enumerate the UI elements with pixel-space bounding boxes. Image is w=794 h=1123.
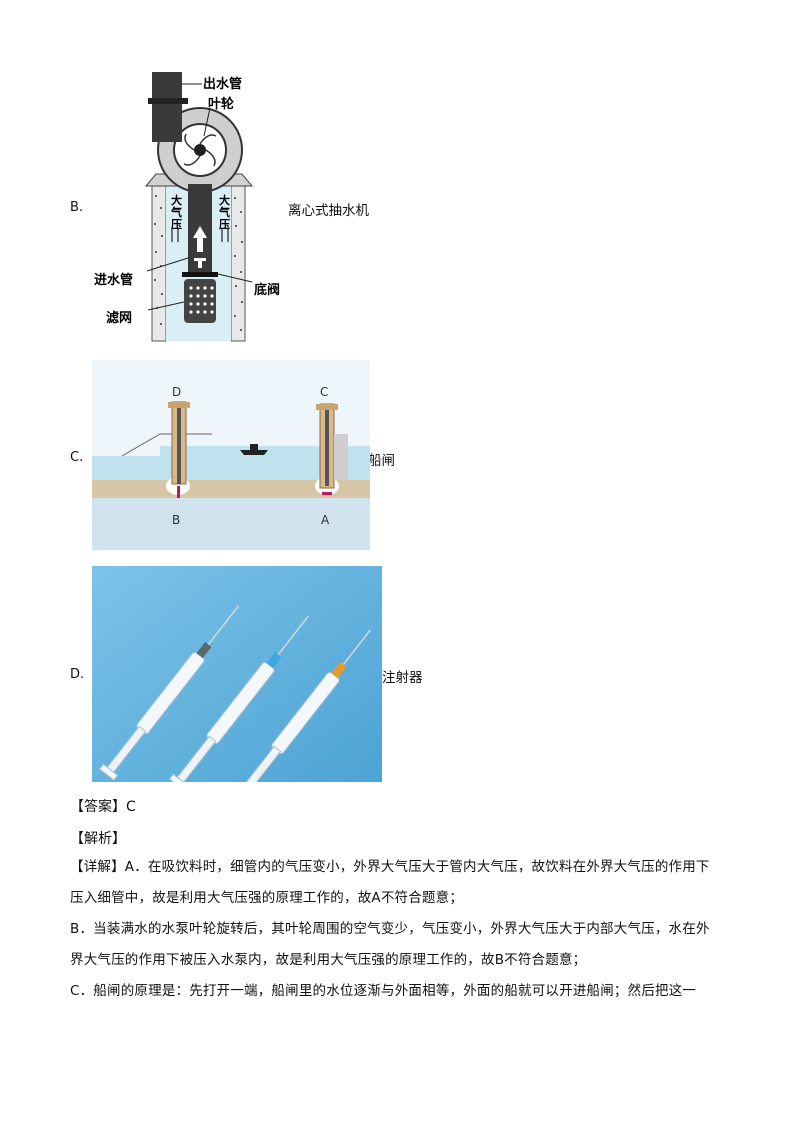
ship-icon xyxy=(240,444,268,455)
up-arrow-icon xyxy=(193,226,207,238)
option-d-letter: D. xyxy=(70,667,85,682)
syringe-icon-gray xyxy=(98,605,240,781)
atm-left-3: 压 xyxy=(171,217,182,231)
impeller-hub xyxy=(194,144,206,156)
gate-c-label: C xyxy=(320,385,328,399)
outlet-pipe xyxy=(152,72,182,142)
answer-line: 【答案】C xyxy=(70,796,136,816)
atm-arrows xyxy=(171,228,229,242)
syringe-icon-orange xyxy=(241,629,372,782)
option-b-caption: 离心式抽水机 xyxy=(288,203,369,219)
atm-right-2: 气 xyxy=(218,205,230,219)
valve-b-label: B xyxy=(172,513,180,527)
syringes-photo xyxy=(92,566,382,782)
gate-d-label: D xyxy=(172,385,181,399)
centrifugal-pump-diagram: 出水管 叶轮 大 气 压 大 气 压 进水管 底阀 滤网 xyxy=(94,72,280,342)
analysis-paragraph-3: C．船闸的原理是：先打开一端，船闸里的水位逐渐与外面相等，外面的船就可以开进船闸… xyxy=(70,983,697,999)
impeller-label: 叶轮 xyxy=(208,96,234,112)
ship-lock-diagram: D C B A xyxy=(92,360,370,550)
filter-label: 滤网 xyxy=(106,310,132,326)
atm-left-1: 大 xyxy=(171,193,182,207)
valve-b xyxy=(177,486,180,498)
valve-a-label: A xyxy=(321,513,330,527)
option-d-caption: 注射器 xyxy=(382,670,423,686)
analysis-paragraph-2: B．当装满水的水泵叶轮旋转后，其叶轮周围的空气变少，气压变小，外界大气压大于内部… xyxy=(70,921,710,968)
impeller-blades xyxy=(183,133,217,167)
atm-right-1: 大 xyxy=(219,193,230,207)
atm-left-2: 气 xyxy=(170,205,182,219)
outlet-pipe-label: 出水管 xyxy=(203,76,242,92)
syringe-icon-blue xyxy=(168,615,310,782)
bottom-valve xyxy=(182,272,218,277)
analysis-tag: 【解析】 xyxy=(70,831,126,847)
atm-right-3: 压 xyxy=(219,217,230,231)
option-c-caption: 船闸 xyxy=(368,453,395,469)
left-bank xyxy=(121,433,212,457)
option-c-letter: C. xyxy=(70,450,84,465)
inlet-pipe-label: 进水管 xyxy=(94,272,133,288)
answer-tag: 【答案】 xyxy=(70,799,126,815)
filter-mesh xyxy=(184,279,216,323)
valve-a xyxy=(322,492,332,495)
option-b-letter: B. xyxy=(70,200,84,215)
lock-floor xyxy=(92,480,370,498)
bottom-valve-label: 底阀 xyxy=(254,282,280,298)
answer-value: C xyxy=(126,799,136,815)
outlet-flange xyxy=(148,98,188,104)
ground-walls xyxy=(151,185,246,342)
analysis-paragraph-1: 【详解】A．在吸饮料时，细管内的气压变小，外界大气压大于管内大气压，故饮料在外界… xyxy=(70,859,710,906)
